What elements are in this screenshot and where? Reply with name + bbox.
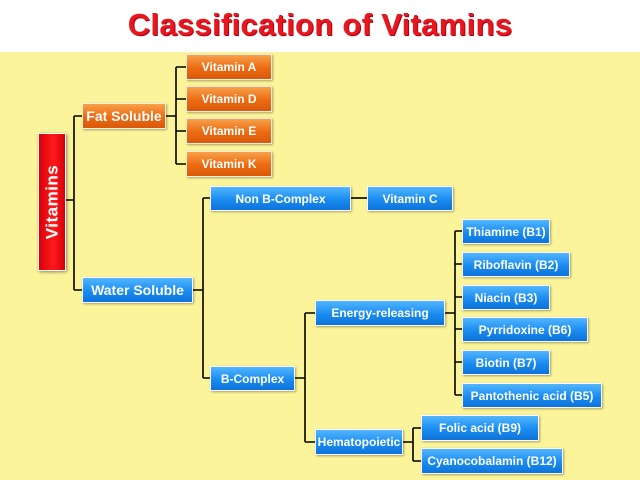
node-non-b-complex: Non B-Complex bbox=[210, 186, 351, 211]
node-cyanocobalamin: Cyanocobalamin (B12) bbox=[421, 448, 563, 474]
node-riboflavin: Riboflavin (B2) bbox=[462, 252, 570, 277]
node-water-soluble: Water Soluble bbox=[82, 277, 193, 303]
node-vitamin-k: Vitamin K bbox=[186, 151, 272, 177]
node-vitamin-a: Vitamin A bbox=[186, 54, 272, 80]
root-node-vitamins: Vitamins bbox=[38, 133, 66, 271]
node-vitamin-d: Vitamin D bbox=[186, 86, 272, 112]
node-b-complex: B-Complex bbox=[210, 366, 295, 391]
node-pantothenic-acid: Pantothenic acid (B5) bbox=[462, 383, 602, 408]
node-energy-releasing: Energy-releasing bbox=[315, 300, 445, 326]
node-vitamin-e: Vitamin E bbox=[186, 118, 272, 144]
node-biotin: Biotin (B7) bbox=[462, 350, 550, 375]
node-vitamin-c: Vitamin C bbox=[367, 186, 453, 211]
node-fat-soluble: Fat Soluble bbox=[82, 103, 166, 129]
root-label: Vitamins bbox=[42, 164, 61, 240]
node-pyrridoxine: Pyrridoxine (B6) bbox=[462, 317, 588, 342]
node-folic-acid: Folic acid (B9) bbox=[421, 415, 539, 441]
diagram-title: Classification of Vitamins bbox=[127, 7, 513, 42]
node-hematopoietic: Hematopoietic bbox=[315, 429, 403, 455]
node-thiamine: Thiamine (B1) bbox=[462, 219, 550, 244]
node-niacin: Niacin (B3) bbox=[462, 285, 550, 310]
